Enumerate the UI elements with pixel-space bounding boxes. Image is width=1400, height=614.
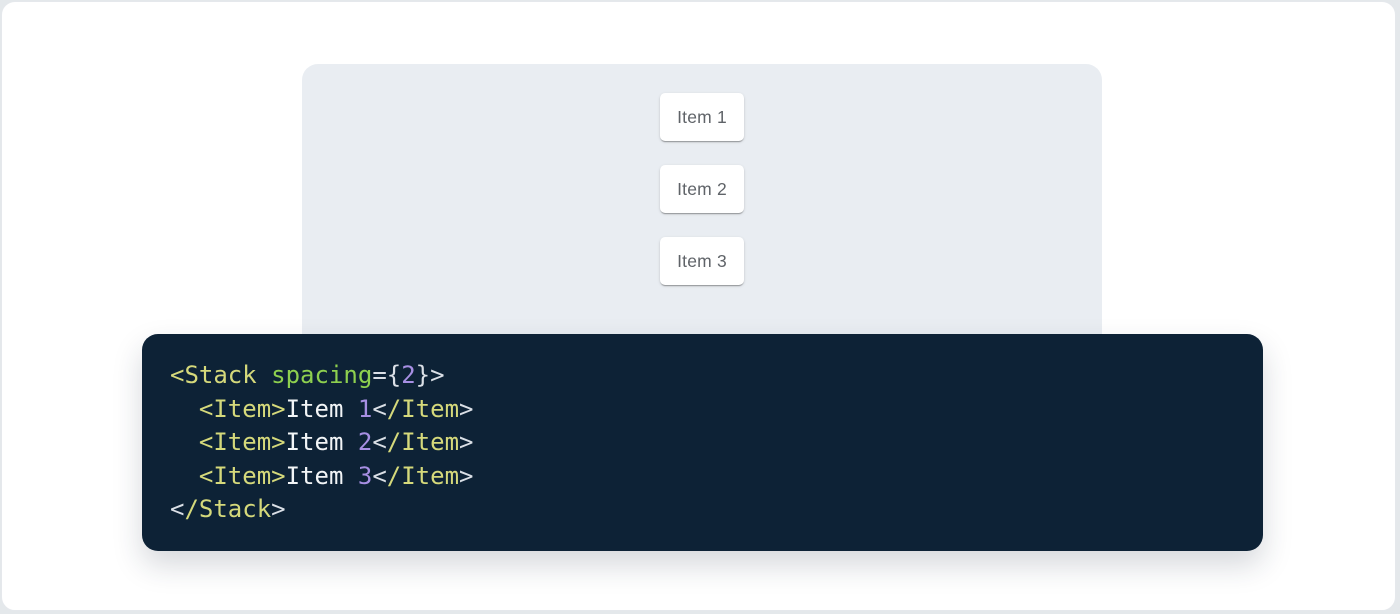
code-token: <Item> bbox=[199, 428, 286, 456]
stack-item-label: Item 2 bbox=[677, 179, 727, 200]
code-line: <Stack spacing={2}> bbox=[170, 359, 1235, 393]
code-token: 3 bbox=[358, 462, 372, 490]
stack-item: Item 1 bbox=[660, 93, 744, 141]
stack-item: Item 3 bbox=[660, 237, 744, 285]
code-token: < bbox=[170, 495, 184, 523]
code-token: = bbox=[372, 361, 386, 389]
stack-item-label: Item 1 bbox=[677, 107, 727, 128]
code-token bbox=[257, 361, 271, 389]
code-token: > bbox=[271, 495, 285, 523]
code-line: <Item>Item 1</Item> bbox=[170, 393, 1235, 427]
code-token: > bbox=[459, 428, 473, 456]
code-token: < bbox=[372, 462, 386, 490]
code-token: 2 bbox=[358, 428, 372, 456]
code-token: > bbox=[430, 361, 444, 389]
code-line: <Item>Item 3</Item> bbox=[170, 460, 1235, 494]
code-line: <Item>Item 2</Item> bbox=[170, 426, 1235, 460]
code-token: spacing bbox=[271, 361, 372, 389]
code-token: /Item bbox=[387, 428, 459, 456]
stack-demo-panel: Item 1 Item 2 Item 3 bbox=[302, 64, 1102, 364]
code-token: } bbox=[416, 361, 430, 389]
code-token: /Item bbox=[387, 462, 459, 490]
code-token: /Item bbox=[387, 395, 459, 423]
code-token: { bbox=[387, 361, 401, 389]
stack-container: Item 1 Item 2 Item 3 bbox=[302, 64, 1102, 285]
code-token: > bbox=[459, 395, 473, 423]
code-block: <Stack spacing={2}> <Item>Item 1</Item> … bbox=[142, 334, 1263, 551]
code-token: < bbox=[372, 395, 386, 423]
code-token: <Item> bbox=[199, 395, 286, 423]
code-token bbox=[170, 428, 199, 456]
code-token: /Stack bbox=[184, 495, 271, 523]
code-token: <Stack bbox=[170, 361, 257, 389]
code-token bbox=[170, 462, 199, 490]
code-token: Item bbox=[286, 395, 358, 423]
stack-item-label: Item 3 bbox=[677, 251, 727, 272]
code-token: 1 bbox=[358, 395, 372, 423]
stack-item: Item 2 bbox=[660, 165, 744, 213]
code-token: > bbox=[459, 462, 473, 490]
code-token: <Item> bbox=[199, 462, 286, 490]
code-token bbox=[170, 395, 199, 423]
code-token: Item bbox=[286, 462, 358, 490]
code-token: Item bbox=[286, 428, 358, 456]
code-content: <Stack spacing={2}> <Item>Item 1</Item> … bbox=[170, 359, 1235, 527]
code-line: </Stack> bbox=[170, 493, 1235, 527]
code-token: < bbox=[372, 428, 386, 456]
code-token: 2 bbox=[401, 361, 415, 389]
